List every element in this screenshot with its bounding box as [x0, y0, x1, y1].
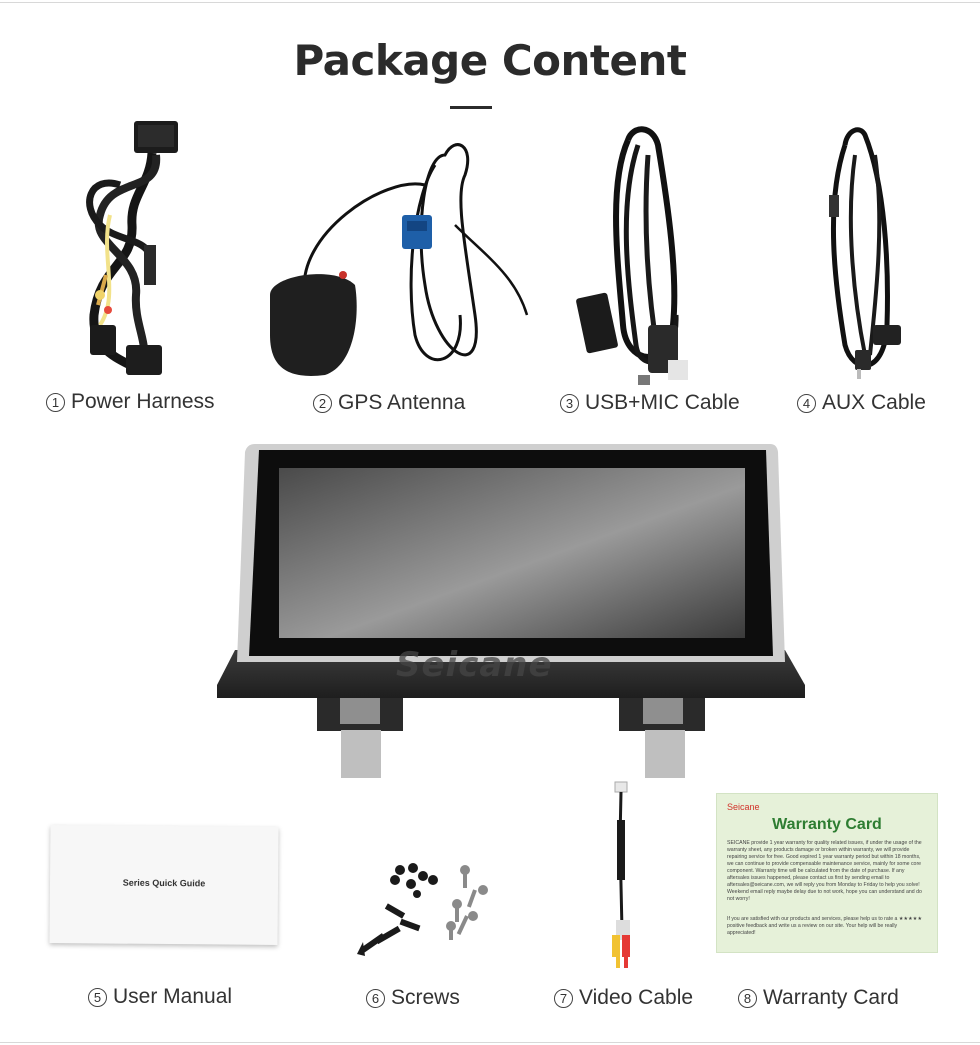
- manual-cover-text: Series Quick Guide: [122, 877, 206, 889]
- item-label: Warranty Card: [763, 986, 899, 1009]
- item-label: GPS Antenna: [338, 391, 466, 414]
- caption-aux-cable: 4 AUX Cable: [797, 391, 926, 415]
- item-label: Video Cable: [579, 986, 694, 1009]
- item-number: 7: [554, 988, 573, 1008]
- warranty-footer: If you are satisfied with our products a…: [727, 916, 923, 936]
- top-divider: [0, 2, 980, 3]
- title-underline: [450, 106, 492, 109]
- item-label: USB+MIC Cable: [585, 391, 740, 414]
- warranty-card-image: Seicane Warranty Card SEICANE provide 1 …: [716, 793, 938, 953]
- item-label: User Manual: [113, 985, 233, 1008]
- user-manual-image: Series Quick Guide: [49, 825, 279, 945]
- aux-cable-image: [829, 127, 901, 379]
- item-number: 8: [738, 988, 757, 1008]
- brand-watermark: Seicane: [396, 645, 553, 685]
- item-label: Screws: [391, 986, 460, 1009]
- caption-user-manual: 5 User Manual: [88, 985, 232, 1009]
- caption-usb-mic-cable: 3 USB+MIC Cable: [560, 391, 740, 415]
- power-harness-image: [86, 121, 178, 375]
- gps-antenna-image: [270, 143, 529, 376]
- caption-gps-antenna: 2 GPS Antenna: [313, 391, 465, 415]
- caption-warranty-card: 8 Warranty Card: [738, 986, 899, 1010]
- item-number: 2: [313, 393, 332, 413]
- caption-power-harness: 1 Power Harness: [46, 390, 215, 414]
- screws-image: [357, 863, 488, 956]
- warranty-body: SEICANE provide 1 year warranty for qual…: [727, 840, 922, 902]
- usb-mic-cable-image: [576, 126, 688, 385]
- warranty-title: Warranty Card: [772, 816, 882, 833]
- video-cable-image: [612, 781, 630, 968]
- item-label: Power Harness: [71, 390, 215, 413]
- warranty-brand: Seicane: [727, 802, 760, 812]
- caption-video-cable: 7 Video Cable: [554, 986, 693, 1010]
- head-unit-image: [217, 444, 805, 778]
- item-number: 6: [366, 988, 385, 1008]
- item-label: AUX Cable: [822, 391, 926, 414]
- item-number: 4: [797, 393, 816, 413]
- caption-screws: 6 Screws: [366, 986, 460, 1010]
- item-number: 1: [46, 392, 65, 412]
- page-title: Package Content: [293, 36, 687, 85]
- item-number: 5: [88, 987, 107, 1007]
- item-number: 3: [560, 393, 579, 413]
- bottom-divider: [0, 1042, 980, 1043]
